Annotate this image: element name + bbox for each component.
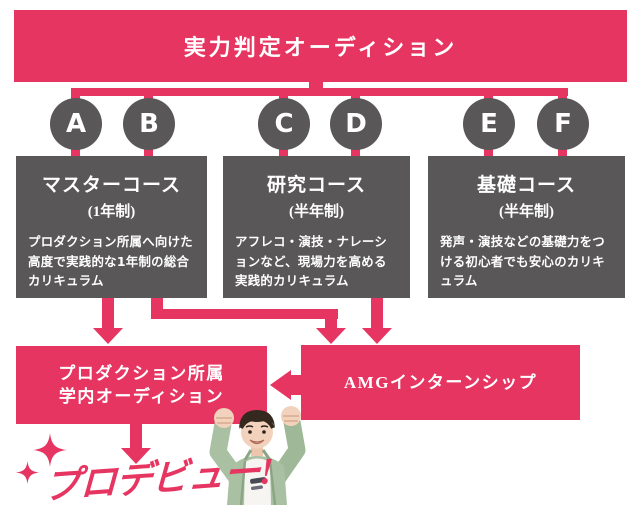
connector-drop-c: [279, 88, 288, 104]
arrow-internship-to-audition-head: [270, 370, 291, 400]
course-description: プロダクション所属へ向けた高度で実践的な1年制の総合カリキュラム: [28, 234, 193, 289]
grade-label-a: A: [65, 109, 87, 139]
grade-label-e: E: [480, 109, 498, 139]
course-title: 基礎コース: [476, 175, 577, 196]
course-term: (半年制): [499, 204, 554, 220]
arrow-master-to-internship-drop: [325, 315, 337, 329]
connector-stem-a: [71, 147, 80, 158]
sparkle-icon-small: [16, 461, 39, 484]
connector-drop-b: [144, 88, 153, 104]
course-term: (1年制): [87, 204, 136, 220]
sparkle-icon: [33, 433, 67, 467]
arrow-kenkyu-to-internship-head: [362, 328, 392, 344]
arrow-audition-to-debut-head: [121, 448, 151, 464]
connector-stem-d: [351, 147, 360, 158]
grade-label-b: B: [139, 109, 159, 139]
internship-label: AMGインターンシップ: [343, 373, 538, 392]
student-photo: [209, 406, 306, 505]
connector-rail: [72, 88, 568, 96]
grade-label-c: C: [274, 109, 294, 139]
top-banner: 実力判定オーディション: [14, 10, 627, 82]
arrow-master-to-internship-head: [316, 328, 346, 344]
course-box-master: マスターコース (1年制) プロダクション所属へ向けた高度で実践的な1年制の総合…: [16, 156, 207, 298]
connector-drop-e: [484, 88, 493, 104]
grade-circle-a: A: [50, 98, 102, 150]
grade-label-d: D: [345, 109, 367, 139]
course-description: アフレコ・演技・ナレーションなど、現場力を高める実践的カリキュラム: [235, 234, 388, 289]
top-banner-label: 実力判定オーディション: [183, 35, 458, 60]
grade-circle-b: B: [123, 98, 175, 150]
arrow-master-to-internship-bar: [151, 309, 338, 319]
arrow-internship-to-audition-body: [290, 375, 302, 395]
grade-label-f: F: [554, 109, 572, 139]
connector-stem-e: [484, 147, 493, 158]
grade-circle-f: F: [537, 98, 589, 150]
audition-outcome-line1: プロダクション所属: [58, 364, 225, 383]
grade-circle-e: E: [463, 98, 515, 150]
internship-box: AMGインターンシップ: [301, 345, 580, 420]
connector-drop-a: [71, 88, 80, 104]
arrow-master-to-audition-head: [93, 328, 123, 344]
course-title: 研究コース: [266, 175, 367, 196]
grade-circle-d: D: [330, 98, 382, 150]
grade-circle-c: C: [258, 98, 310, 150]
connector-stem-b: [144, 147, 153, 158]
connector-drop-d: [351, 88, 360, 104]
arrow-audition-to-debut-stem: [130, 424, 142, 449]
course-box-kiso: 基礎コース (半年制) 発声・演技などの基礎力をつける初心者でも安心のカリキュラ…: [428, 156, 625, 298]
pro-debut-text: プロデビュー!: [43, 450, 274, 505]
audition-outcome-box: プロダクション所属 学内オーディション: [16, 346, 267, 424]
course-title: マスターコース: [41, 175, 182, 196]
course-box-kenkyu: 研究コース (半年制) アフレコ・演技・ナレーションなど、現場力を高める実践的カ…: [223, 156, 410, 298]
audition-outcome-line2: 学内オーディション: [58, 387, 225, 406]
course-term: (半年制): [289, 204, 344, 220]
connector-drop-f: [558, 88, 567, 104]
arrow-kenkyu-to-internship-stem: [371, 298, 383, 329]
connector-stem-f: [558, 147, 567, 158]
arrow-master-to-audition-stem: [102, 298, 114, 329]
connector-stem-c: [279, 147, 288, 158]
course-description: 発声・演技などの基礎力をつける初心者でも安心のカリキュラム: [440, 234, 605, 289]
